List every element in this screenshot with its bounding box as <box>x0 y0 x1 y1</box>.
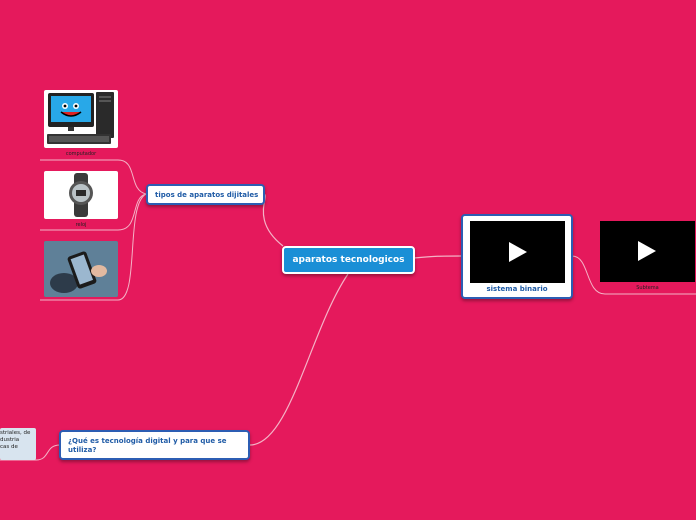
topic-que-es-label: ¿Qué es tecnología digital y para que se… <box>68 437 227 454</box>
topic-que-es[interactable]: ¿Qué es tecnología digital y para que se… <box>59 430 250 460</box>
partial-note-line-1: striales, de <box>0 430 31 436</box>
topic-sistema-binario[interactable]: sistema binario <box>461 214 573 299</box>
play-icon <box>638 241 656 261</box>
central-topic[interactable]: aparatos tecnologicos <box>282 246 415 274</box>
partial-note[interactable]: striales, de dustria cas de <box>0 428 36 460</box>
computador-label: computador <box>65 151 97 157</box>
topic-sistema-binario-label: sistema binario <box>486 285 548 293</box>
subtema-label: Subtema <box>636 285 659 291</box>
topic-tipos-label: tipos de aparatos dijitales <box>155 191 259 199</box>
computer-icon <box>47 92 114 144</box>
partial-note-line-2: dustria <box>0 437 20 443</box>
subtema-video[interactable] <box>600 221 695 282</box>
watch-image <box>44 171 118 219</box>
computer-image <box>44 90 118 148</box>
central-topic-label: aparatos tecnologicos <box>292 255 405 265</box>
play-icon <box>509 242 527 262</box>
smartphone-icon <box>44 241 118 297</box>
reloj-label: reloj <box>75 222 87 228</box>
video-thumbnail[interactable] <box>470 221 565 283</box>
watch-icon <box>69 173 93 217</box>
phone-image <box>44 241 118 297</box>
partial-note-line-3: cas de <box>0 444 18 450</box>
topic-tipos[interactable]: tipos de aparatos dijitales <box>146 184 265 205</box>
